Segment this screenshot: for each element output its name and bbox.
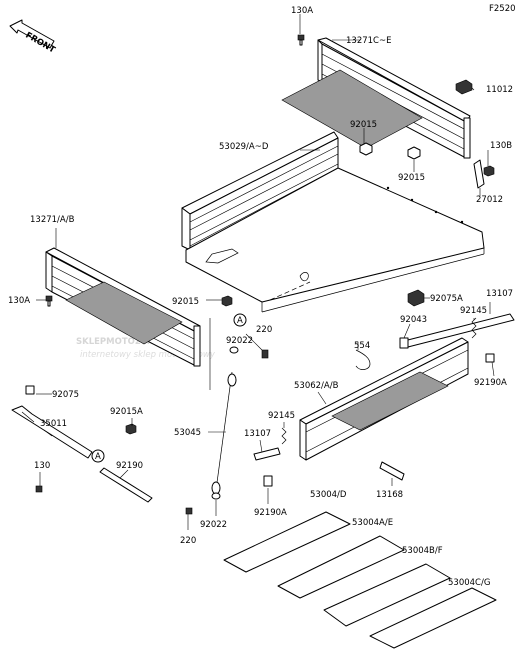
bolt-130a-top xyxy=(297,34,305,46)
label-92015a: 92015A xyxy=(110,407,143,417)
marker-a-upper: A xyxy=(237,316,243,326)
bolt-130a-left xyxy=(45,295,53,307)
pin-13107-mid xyxy=(253,447,281,461)
label-92075a: 92075A xyxy=(430,294,463,304)
label-53004bf: 53004B/F xyxy=(402,546,443,556)
label-92145-mid: 92145 xyxy=(268,411,295,421)
pin-92190a-low xyxy=(263,475,273,487)
label-53045: 53045 xyxy=(174,428,201,438)
bolt-220-mid xyxy=(261,349,269,359)
label-53004d: 53004/D xyxy=(310,490,347,500)
nut-92015-mid xyxy=(407,146,421,160)
label-92022-low: 92022 xyxy=(200,520,227,530)
watermark-brand: SKLEPMOTO24.PL xyxy=(76,337,162,347)
label-92190a-low: 92190A xyxy=(254,508,287,518)
panel-right-side xyxy=(317,37,471,159)
bolt-220-low xyxy=(185,507,193,515)
pin-92043 xyxy=(399,337,409,349)
mat-53004d xyxy=(223,511,351,573)
label-92075: 92075 xyxy=(52,390,79,400)
spring-92145-right xyxy=(471,317,477,339)
front-arrow-icon: FRONT xyxy=(9,19,57,56)
label-35011: 35011 xyxy=(40,419,67,429)
label-53004ae: 53004A/E xyxy=(352,518,393,528)
label-27012: 27012 xyxy=(476,195,503,205)
tailgate xyxy=(299,337,469,461)
label-53029: 53029/A~D xyxy=(219,142,269,152)
nut-92015-left xyxy=(221,295,233,307)
rod-92190 xyxy=(99,467,153,503)
nut-92015-upper xyxy=(359,142,373,156)
bracket-27012 xyxy=(473,159,485,189)
lever-35011 xyxy=(11,405,93,459)
label-13107-right: 13107 xyxy=(486,289,513,299)
watermark-tagline: internetowy sklep motocyklowy xyxy=(80,350,216,360)
washer-92022-low xyxy=(211,492,221,500)
label-92145-right: 92145 xyxy=(460,306,487,316)
label-53062: 53062/A/B xyxy=(294,381,339,391)
label-130a-top: 130A xyxy=(291,6,313,16)
bed-floor xyxy=(185,167,485,313)
label-92015-upper: 92015 xyxy=(350,120,377,130)
label-130-low: 130 xyxy=(34,461,50,471)
label-92015-mid: 92015 xyxy=(398,173,425,183)
label-13271-a-b: 13271/A/B xyxy=(30,215,75,225)
label-13271c-e: 13271C~E xyxy=(346,36,391,46)
label-92190a-right: 92190A xyxy=(474,378,507,388)
circle-marker-upper: A xyxy=(233,313,247,327)
label-11012: 11012 xyxy=(486,85,513,95)
watermark: SKLEPMOTO24.PL internetowy sklep motocyk… xyxy=(76,337,216,360)
panel-front-wall xyxy=(181,131,339,251)
marker-a-lower: A xyxy=(95,452,101,462)
leader-lines xyxy=(36,14,495,530)
label-92043: 92043 xyxy=(400,315,427,325)
label-554: 554 xyxy=(354,341,370,351)
label-13107-mid: 13107 xyxy=(244,429,271,439)
clip-554 xyxy=(355,349,371,370)
label-92190: 92190 xyxy=(116,461,143,471)
washer-92015a xyxy=(125,423,137,435)
cap-11012 xyxy=(455,79,473,95)
figure-code: F2520 xyxy=(489,4,516,14)
label-220-mid: 220 xyxy=(256,325,272,335)
pin-92190a-right xyxy=(485,353,495,363)
spring-92145-mid xyxy=(281,427,287,445)
pin-92075 xyxy=(25,385,35,395)
left-side-cover xyxy=(65,281,183,345)
bolt-13168 xyxy=(379,461,405,481)
bolt-130-low xyxy=(35,485,43,493)
label-92015-left: 92015 xyxy=(172,297,199,307)
bumper-92075a xyxy=(407,289,425,307)
label-130a-left: 130A xyxy=(8,296,30,306)
washer-92022-mid xyxy=(229,346,239,354)
mat-53004ae xyxy=(277,535,405,599)
circle-marker-lower: A xyxy=(91,449,105,463)
label-13168: 13168 xyxy=(376,490,403,500)
mat-53004cg xyxy=(369,587,497,649)
label-92022-mid: 92022 xyxy=(226,336,253,346)
mat-53004bf xyxy=(323,563,451,627)
label-53004cg: 53004C/G xyxy=(448,578,490,588)
bolt-130b xyxy=(483,165,495,177)
label-130b: 130B xyxy=(490,141,512,151)
label-220-low: 220 xyxy=(180,536,196,546)
right-side-cover xyxy=(281,69,423,149)
part-labels: 130A 13271C~E 11012 92015 53029/A~D 9201… xyxy=(8,6,513,588)
rod-53045 xyxy=(211,371,237,495)
